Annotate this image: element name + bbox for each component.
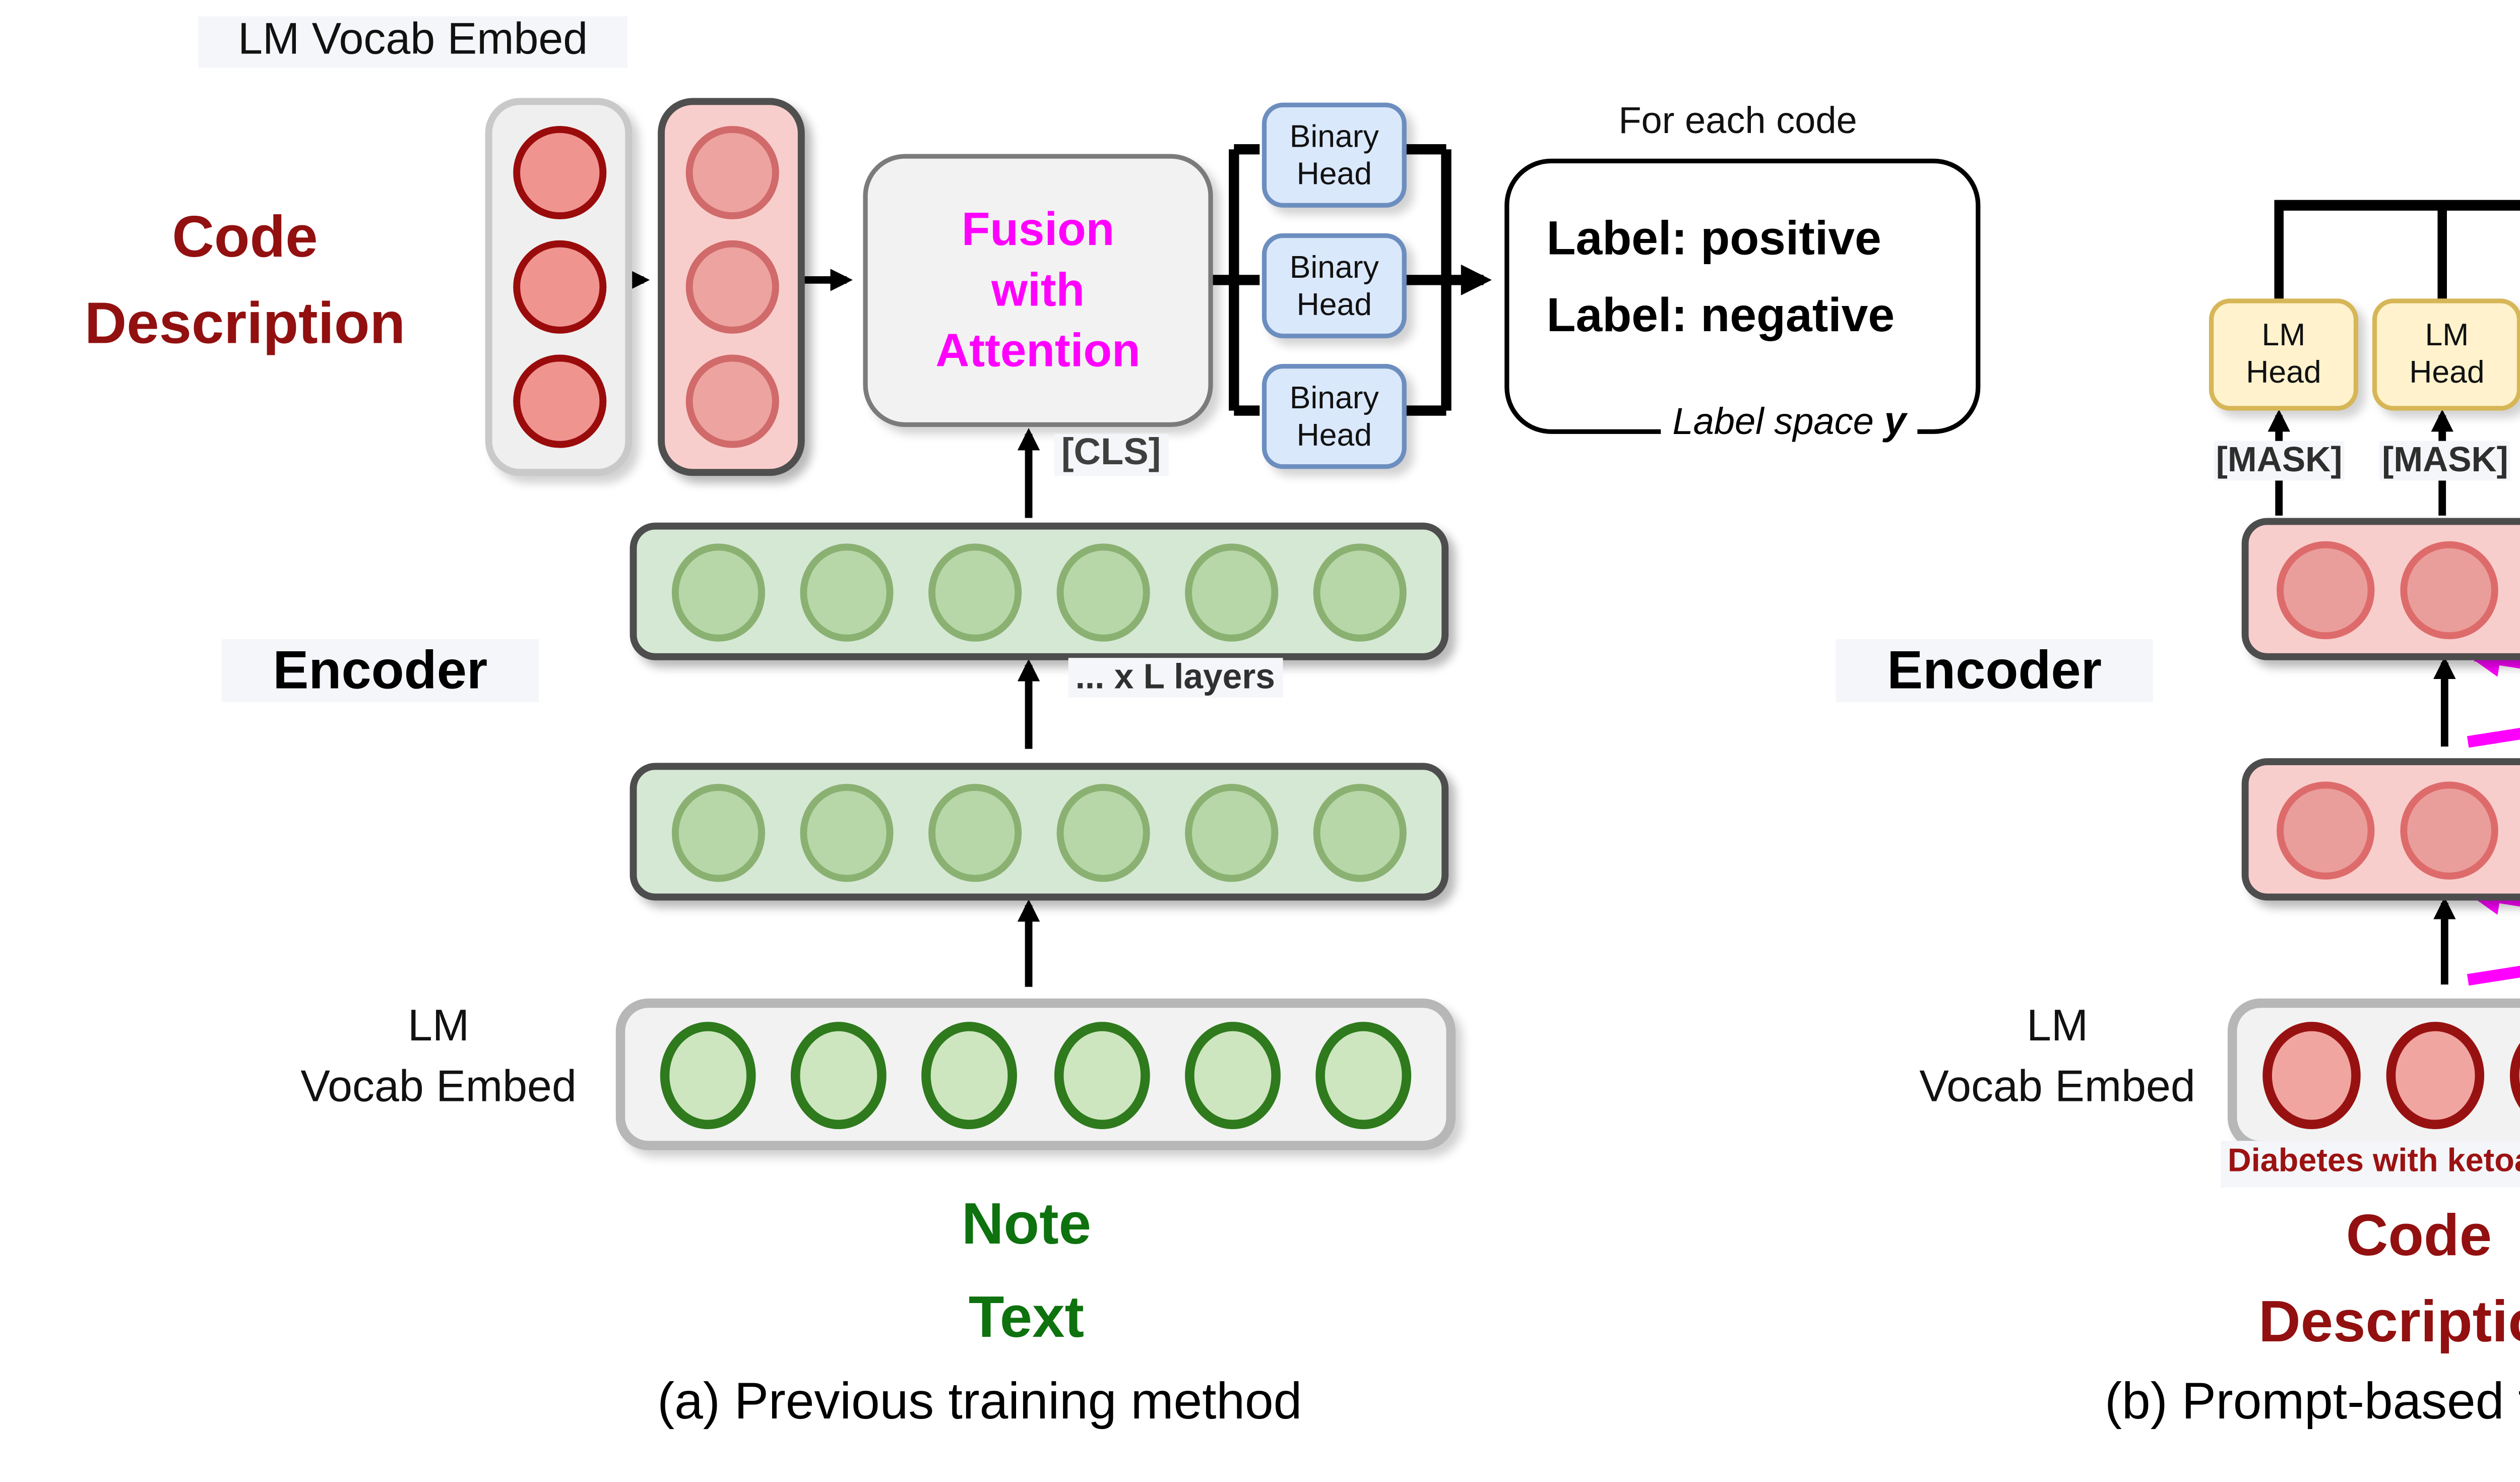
code-description-label-a: Code Description [35,196,455,368]
binary-head-line2: Head [1296,285,1372,321]
hidden-state-circle [800,782,894,881]
code-embed-circle [2262,1020,2361,1128]
lm-head-box-2: LM Head [2372,298,2520,411]
fusion-arrow-lower-left [2467,965,2520,986]
hidden-state-circle [800,542,894,641]
code-description-line1: Code [2346,1204,2492,1269]
mask-token-1: [MASK] [2214,441,2345,480]
lm-line: LM [2026,1003,2089,1053]
binary-head-line1: Binary [1289,379,1379,414]
encoder-label-a: Encoder [221,639,539,703]
hidden-state-circle [1056,542,1150,641]
encoder-layer2-row-a [629,763,1449,901]
code-embed-circle [2509,1020,2520,1128]
binary-head-line2: Head [1296,155,1372,191]
vocab-embed-circle [1053,1020,1149,1128]
binary-head-line1: Binary [1289,248,1379,284]
code-hidden-circle [684,240,778,334]
note-line: Note [961,1192,1091,1258]
lm-vocab-embed-top-label: LM Vocab Embed [198,16,627,68]
label-space-box: Label: positive Label: negative [1504,158,1981,434]
hidden-state-circle [928,782,1022,881]
code-embed-circle [2386,1020,2485,1128]
code-state-circle [2275,540,2374,638]
hidden-state-circle [928,542,1022,641]
prompt-text: Diabetes with ketoacidosis [MASK],... x … [2221,1141,2520,1187]
hidden-state-circle [671,782,766,881]
hidden-state-circle [671,542,766,641]
code-state-circle [2400,780,2498,879]
note-embed-row-a [615,998,1456,1150]
code-embed-column [485,98,633,476]
lm-line: LM [407,1003,470,1053]
code-state-circle [2275,780,2374,879]
vocab-embed-circle [1184,1020,1280,1128]
layers-note-a: ... x L layers [1068,658,1282,698]
caption-a: (a) Previous training method [657,1372,1302,1431]
hidden-state-circle [1185,542,1279,641]
fusion-line3: Attention [935,325,1141,377]
fusion-arrow-upper-left [2467,727,2520,748]
for-each-code-label-a: For each code [1618,102,1857,143]
prompt-text-body: Diabetes with ketoacidosis [MASK],... x … [2227,1141,2520,1179]
binary-head-box-3: Binary Head [1262,363,1407,469]
lm-vocab-embed-bottom-label-a: LM Vocab Embed [275,999,602,1120]
fusion-with-attention-box: Fusion with Attention [863,154,1213,427]
code-hidden-column [658,98,805,476]
code-states-mid-row-b [2241,758,2520,901]
lm-head-line2: Head [2246,354,2321,390]
vocab-embed-line: Vocab Embed [1919,1064,2195,1113]
lm-head-line2: Head [2409,354,2485,390]
mask-token-row: [MASK][MASK][MASK] ... x NC [2214,441,2520,488]
fusion-line1: Fusion [961,204,1115,256]
label-space-var: y [1884,399,1907,444]
lm-head-box-1: LM Head [2209,298,2359,411]
label-space-text: Label space [1672,403,1874,444]
code-hidden-circle [684,126,778,220]
lmhead-output-rails [2274,205,2447,299]
hidden-state-circle [1056,782,1150,881]
cls-token-label: [CLS] [1054,434,1168,476]
code-description-line1: Code [172,205,318,271]
binary-head-line2: Head [1296,416,1372,452]
code-embed-circle [512,240,606,334]
vocab-embed-circle [1315,1020,1411,1128]
lm-head-line1: LM [2261,317,2306,352]
bracket-heads-to-output [1399,144,1452,416]
code-embed-row-b [2227,998,2520,1150]
label-negative: Label: negative [1546,289,1895,343]
hidden-state-circle [1185,782,1279,881]
fusion-line2: with [991,265,1085,317]
text-line: Text [968,1285,1085,1351]
code-description-line2: Description [84,291,406,357]
binary-head-box-2: Binary Head [1262,233,1407,339]
mask-token-2: [MASK] [2379,441,2511,480]
code-embed-circle [512,126,606,220]
code-state-circle [2400,540,2498,638]
hidden-state-circle [1313,782,1407,881]
lm-vocab-embed-bottom-label-b: LM Vocab Embed [1894,999,2221,1120]
code-description-label-b: Code Description [2209,1195,2520,1367]
vocab-embed-line: Vocab Embed [300,1064,577,1113]
binary-head-line1: Binary [1289,117,1379,153]
vocab-embed-circle [660,1020,757,1128]
code-embed-circle [512,354,606,448]
hidden-state-circle [1313,542,1407,641]
code-hidden-circle [684,354,778,448]
encoder-label-b: Encoder [1836,639,2153,703]
code-description-line2: Description [2258,1290,2520,1355]
vocab-embed-circle [922,1020,1018,1128]
label-positive: Label: positive [1546,212,1881,266]
label-space-note: Label space y [1661,399,1918,446]
caption-b: (b) Prompt-based fine-tuning (Our approa… [2105,1372,2520,1431]
vocab-embed-circle [791,1020,888,1128]
code-states-top-row-b [2241,518,2520,660]
encoder-layer1-row-a [629,522,1449,660]
bracket-fusion-to-heads [1204,144,1260,416]
note-text-label-a: Note Text [863,1178,1189,1365]
lm-head-line1: LM [2425,317,2469,352]
binary-head-box-1: Binary Head [1262,102,1407,208]
